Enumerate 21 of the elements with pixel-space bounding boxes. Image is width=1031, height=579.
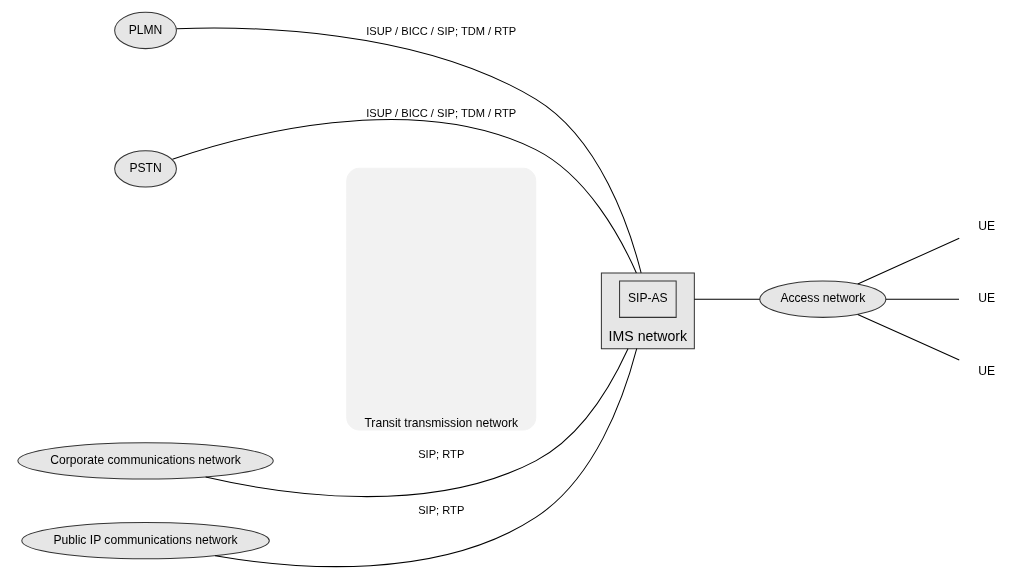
- connector: [693, 298, 760, 300]
- node-ellipse: Corporate communications network: [16, 442, 274, 480]
- connector: [884, 298, 960, 300]
- edge-label: ISUP / BICC / SIP; TDM / RTP: [365, 25, 516, 38]
- node-text: UE: [977, 364, 995, 379]
- node-box: SIP-AS: [618, 280, 677, 318]
- edge-label: ISUP / BICC / SIP; TDM / RTP: [365, 107, 516, 120]
- connector: [856, 237, 960, 285]
- connector: [175, 27, 642, 274]
- connector: [204, 348, 629, 498]
- connector: [214, 348, 637, 568]
- node-text: UE: [977, 218, 995, 233]
- node-ellipse: Access network: [758, 280, 886, 318]
- connector: [171, 119, 637, 274]
- node-ellipse: Public IP communications network: [20, 521, 270, 560]
- connector: [856, 313, 960, 361]
- edge-label: SIP; RTP: [417, 504, 464, 517]
- node-ellipse: PLMN: [113, 11, 177, 50]
- edge-label: SIP; RTP: [417, 447, 464, 460]
- node-text: UE: [977, 291, 995, 306]
- node-ellipse: PSTN: [113, 150, 177, 188]
